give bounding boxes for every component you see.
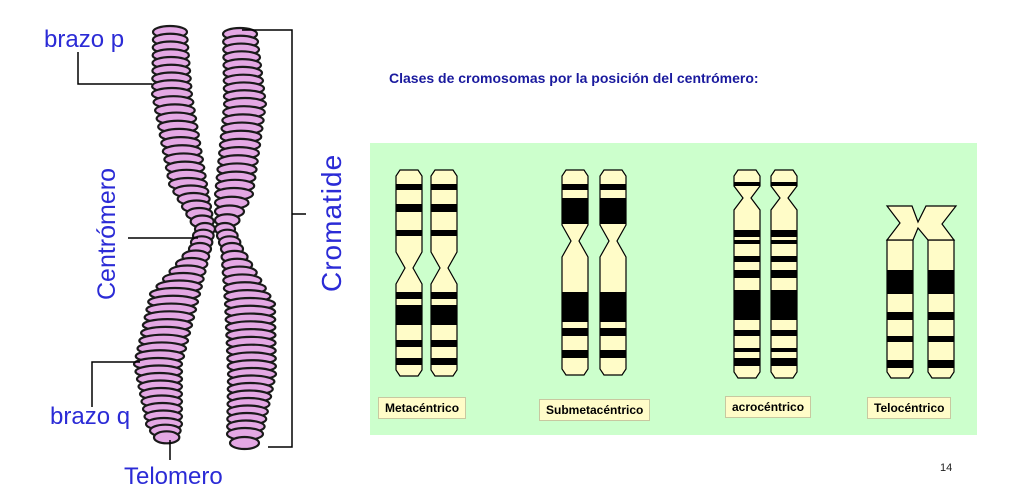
band bbox=[431, 340, 457, 347]
page-number: 14 bbox=[940, 462, 953, 474]
metacentric-chromatid-right bbox=[430, 169, 458, 377]
band bbox=[562, 184, 588, 190]
right-chromatid bbox=[213, 26, 278, 451]
band bbox=[562, 328, 588, 336]
classification-panel bbox=[370, 143, 977, 435]
band bbox=[771, 290, 797, 320]
metacentric-chromatid-left bbox=[395, 169, 423, 377]
band bbox=[928, 336, 954, 342]
band bbox=[771, 348, 797, 352]
sister-chromatids bbox=[132, 24, 278, 451]
telocentric-cap bbox=[885, 205, 958, 241]
band bbox=[771, 240, 797, 244]
band bbox=[734, 290, 760, 320]
band bbox=[928, 270, 954, 294]
chromosome-type-drawings bbox=[395, 169, 958, 379]
chromatid-segment bbox=[152, 430, 181, 445]
label-leader-lines bbox=[77, 29, 306, 460]
acrocentric-chromatid-right bbox=[770, 169, 798, 379]
arm-p-leader bbox=[77, 52, 152, 85]
band bbox=[396, 204, 422, 212]
telocentric-chromatid-left bbox=[886, 239, 914, 379]
band bbox=[431, 305, 457, 325]
band bbox=[431, 358, 457, 365]
band bbox=[734, 240, 760, 244]
panel-heading: Clases de cromosomas por la posición del… bbox=[389, 70, 759, 86]
band bbox=[734, 256, 760, 262]
band bbox=[431, 292, 457, 299]
band bbox=[396, 230, 422, 236]
acrocentric-label: acrocéntrico bbox=[725, 396, 812, 418]
band bbox=[431, 204, 457, 212]
band bbox=[734, 230, 760, 237]
acrocentric-chromatid-left bbox=[733, 169, 761, 379]
band bbox=[734, 348, 760, 352]
band bbox=[771, 230, 797, 237]
band bbox=[734, 358, 760, 366]
band bbox=[771, 182, 797, 186]
telomere-label: Telomero bbox=[124, 463, 223, 490]
band bbox=[887, 312, 913, 320]
telocentric-label: Telocéntrico bbox=[867, 397, 952, 419]
arm-p-label: brazo p bbox=[44, 26, 125, 53]
band bbox=[771, 330, 797, 336]
submetacentric-label: Submetacéntrico bbox=[539, 399, 651, 421]
band bbox=[734, 330, 760, 336]
chromatid-body bbox=[886, 239, 914, 379]
band bbox=[600, 292, 626, 322]
band bbox=[600, 184, 626, 190]
submetacentric-chromatid-right bbox=[599, 169, 627, 376]
band bbox=[887, 336, 913, 342]
band bbox=[734, 182, 760, 186]
band bbox=[396, 292, 422, 299]
band bbox=[600, 350, 626, 358]
chromatid-segment bbox=[228, 435, 261, 451]
chromatid-bracket bbox=[242, 29, 293, 448]
band bbox=[734, 270, 760, 278]
band bbox=[431, 230, 457, 236]
submetacentric-chromatid-left bbox=[561, 169, 589, 376]
band bbox=[887, 360, 913, 368]
band bbox=[562, 198, 588, 224]
band bbox=[396, 184, 422, 190]
band bbox=[771, 358, 797, 366]
band bbox=[562, 350, 588, 358]
band bbox=[928, 360, 954, 368]
band bbox=[396, 340, 422, 347]
telocentric-chromatid-right bbox=[927, 239, 955, 379]
arm-q-leader bbox=[91, 361, 140, 407]
arm-q-label: brazo q bbox=[50, 403, 131, 430]
band bbox=[600, 198, 626, 224]
band bbox=[562, 292, 588, 322]
band bbox=[771, 256, 797, 262]
band bbox=[928, 312, 954, 320]
metacentric-label: Metacéntrico bbox=[378, 397, 467, 419]
band bbox=[600, 328, 626, 336]
chromatid-body bbox=[927, 239, 955, 379]
left-chromatid bbox=[132, 24, 217, 445]
band bbox=[396, 305, 422, 325]
band bbox=[431, 184, 457, 190]
band bbox=[887, 270, 913, 294]
band bbox=[396, 358, 422, 365]
band bbox=[771, 270, 797, 278]
